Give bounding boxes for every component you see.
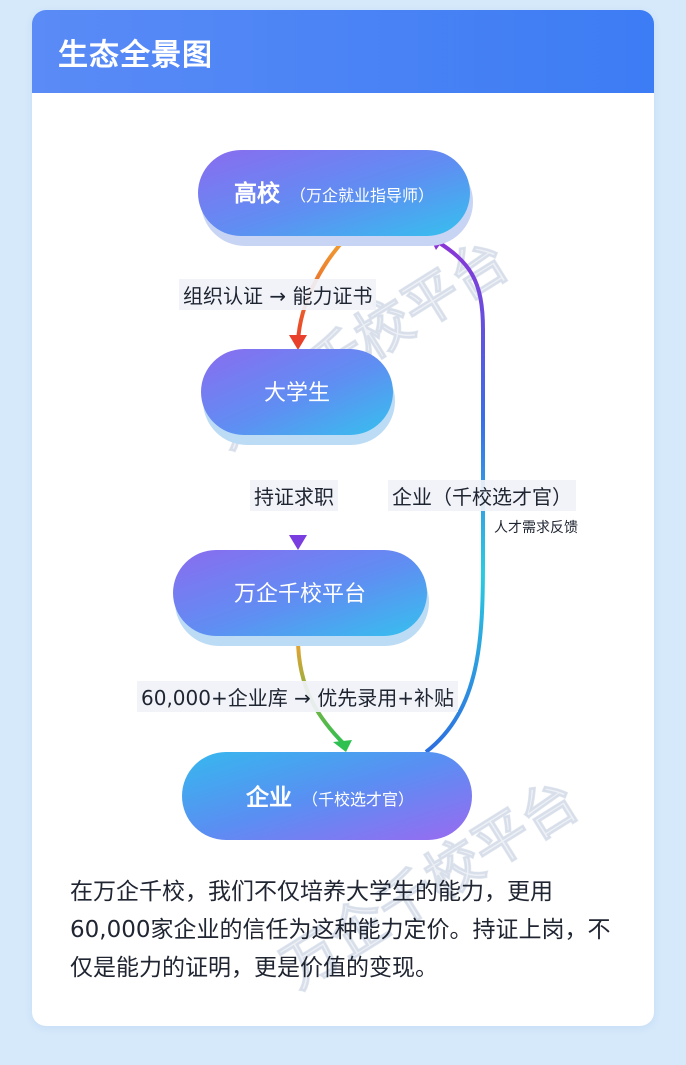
node-platform-title: 万企千校平台 xyxy=(234,582,366,607)
node-university-subtitle: （万企就业指导师） xyxy=(290,186,434,205)
node-enterprise: 企业 （千校选才官） xyxy=(182,752,472,840)
node-enterprise-title: 企业 xyxy=(245,784,292,811)
arrowhead-student xyxy=(289,335,307,350)
card-header: 生态全景图 xyxy=(32,10,654,93)
edge-label-feedback-source: 企业（千校选才官） xyxy=(388,480,576,511)
edge-label-certification: 组织认证 → 能力证书 xyxy=(179,279,377,310)
node-university-title: 高校 xyxy=(234,180,281,207)
arrowhead-enterprise xyxy=(333,740,352,752)
description-paragraph: 在万企千校，我们不仅培养大学生的能力，更用60,000家企业的信任为这种能力定价… xyxy=(70,879,611,981)
node-student: 大学生 xyxy=(201,349,395,445)
arrowhead-platform xyxy=(289,535,307,550)
edge-label-job-seeking: 持证求职 xyxy=(250,480,338,511)
node-platform: 万企千校平台 xyxy=(173,550,429,646)
edge-label-feedback: 人才需求反馈 xyxy=(494,520,578,536)
node-student-title: 大学生 xyxy=(264,381,330,406)
edge-enterprise-to-university xyxy=(424,238,485,754)
node-university: 高校 （万企就业指导师） xyxy=(198,150,473,246)
edge-label-enterprise-pool: 60,000+企业库 → 优先录用+补贴 xyxy=(137,681,458,712)
node-enterprise-subtitle: （千校选才官） xyxy=(302,790,414,809)
card-title: 生态全景图 xyxy=(58,38,213,73)
